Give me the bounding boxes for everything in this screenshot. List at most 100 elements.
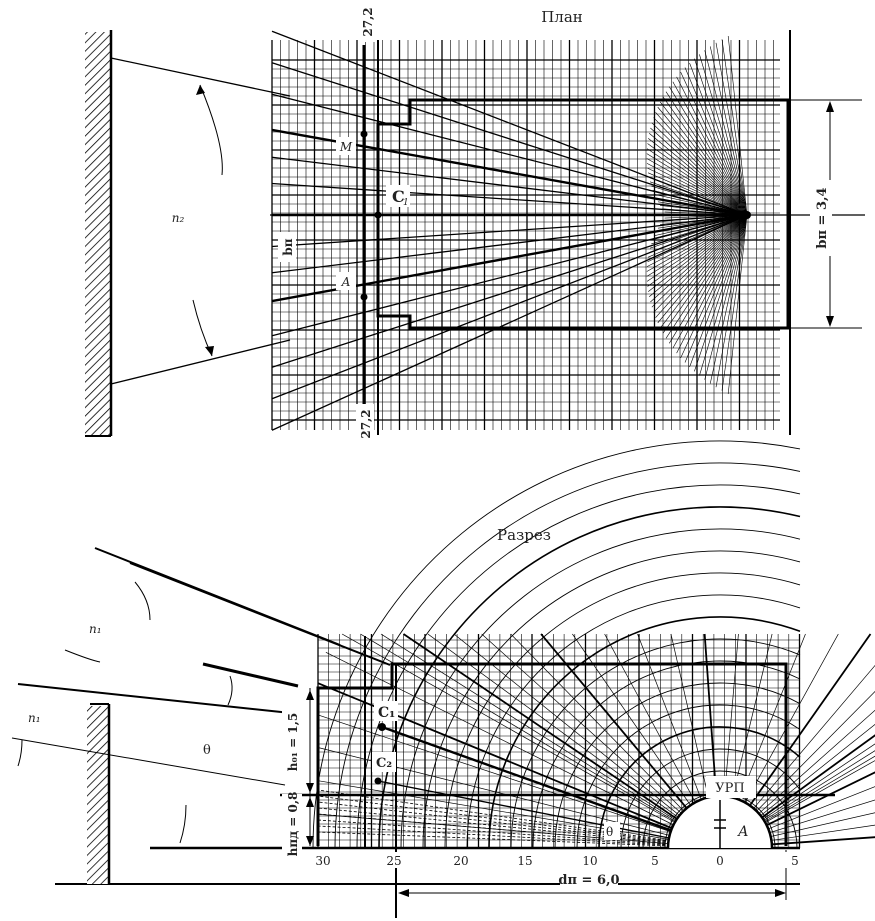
section-dashed-ray	[317, 831, 721, 849]
section-dn-arrow-right	[775, 889, 786, 897]
plan-width-dim-bg	[810, 180, 832, 256]
plan-arc-top	[199, 84, 223, 176]
section-urp: УРП	[715, 781, 744, 796]
section-tick-label: 25	[386, 854, 401, 868]
plan-ray	[271, 214, 748, 368]
section-dn-bg	[560, 868, 618, 888]
plan-ray-fine	[646, 158, 748, 216]
plan-ray-fine	[659, 214, 748, 225]
plan-ray-fine	[646, 214, 748, 277]
plan-arrow-top	[196, 85, 205, 95]
section-arc	[422, 550, 801, 849]
section-tick-label: 20	[453, 854, 468, 868]
plan-ray	[271, 182, 748, 216]
plan-light-line-top	[110, 57, 291, 97]
plan-ray	[271, 214, 748, 431]
section-ray	[325, 652, 721, 849]
plan-ray-fine	[648, 214, 748, 258]
section-ray	[402, 633, 721, 849]
plan-ray-fine	[657, 201, 748, 216]
plan-ray	[271, 156, 748, 216]
plan-dim-arrow-bottom	[826, 316, 834, 327]
plan-ray-fine	[655, 197, 748, 216]
plan-ray-fine	[662, 214, 748, 334]
plan-ray-fine	[721, 214, 748, 391]
plan-bottom-mark: 27,2	[359, 409, 373, 438]
section-ray	[719, 743, 875, 849]
section-dim-arrow-1	[306, 690, 314, 700]
plan-bn-bg	[278, 232, 296, 262]
plan-room-outline	[376, 98, 790, 330]
section-ray	[719, 824, 875, 849]
section-light-upper-2	[129, 562, 391, 666]
section-tick-bg	[785, 852, 805, 868]
section-arc	[488, 616, 801, 849]
plan-ray-fine	[704, 50, 748, 216]
plan-ray-fine	[646, 214, 748, 272]
plan-label-a: А	[340, 275, 350, 289]
plan-ray-fine	[684, 67, 748, 216]
plan-ray-fine	[648, 214, 748, 292]
section-dim-arrow-2	[306, 783, 314, 793]
plan-ray-fine	[648, 177, 748, 216]
section-dashed-ray	[317, 795, 721, 849]
plan-ray-fine	[715, 214, 748, 388]
plan-ray-fine	[646, 153, 748, 216]
section-arc	[400, 528, 801, 849]
section-wall-hatch	[87, 706, 109, 884]
plan-ray-fine	[660, 214, 748, 329]
section-arc	[576, 704, 801, 849]
section-arc-3	[227, 675, 233, 706]
section-ray	[719, 786, 875, 849]
section-title: Разрез	[497, 526, 551, 544]
plan-ray-fine	[665, 214, 748, 339]
plan-ray	[271, 214, 748, 337]
plan-ray-fine	[647, 214, 748, 263]
plan-ray-fine	[657, 214, 748, 229]
plan-width-dim: bп = 3,4	[815, 187, 830, 248]
plan-ray-fine	[715, 42, 748, 216]
plan-arrow-bottom	[205, 346, 214, 356]
plan-ray-fine	[652, 189, 748, 216]
section-tick-bg	[384, 852, 404, 868]
plan-ray-fine	[727, 214, 748, 395]
section-tick-bg	[645, 852, 665, 868]
section-dim-arrow-4	[306, 836, 314, 846]
section-c2: С₂	[376, 756, 392, 771]
section-ray-lower: n₁	[28, 711, 41, 725]
plan-ray-fine	[704, 214, 748, 380]
plan-ray-fine	[654, 193, 748, 216]
plan-ray-fine	[709, 46, 748, 216]
plan-ray-fine	[672, 81, 748, 216]
section-arc-4	[17, 739, 23, 767]
plan-label-a-bg	[336, 272, 356, 290]
section-h-upper-bg	[282, 704, 302, 784]
plan-ray-fine	[727, 35, 748, 216]
section-arc	[312, 440, 801, 849]
section-tick-label: 10	[582, 854, 597, 868]
plan-ray-fine	[672, 214, 748, 349]
plan-ray-fine	[651, 122, 748, 216]
plan-ray-fine	[657, 106, 748, 216]
section-ray	[317, 714, 721, 849]
section-arc-5	[179, 804, 187, 844]
plan-ray-fine	[646, 163, 748, 216]
plan-ray-fine	[647, 143, 748, 216]
plan-ray-fine	[646, 214, 748, 267]
plan-ray-fine	[648, 132, 748, 216]
section-point-c2	[374, 777, 382, 785]
section-point-c1	[378, 723, 386, 731]
section-room-outline	[316, 662, 788, 846]
section-dashed-ray	[317, 825, 721, 849]
plan-ray-fine	[669, 86, 748, 216]
section-light-lower	[11, 737, 286, 786]
plan-ray-fine	[662, 208, 748, 216]
section-ray	[317, 780, 721, 849]
section-ray-upper: n₁	[89, 622, 102, 636]
plan-ray-fine	[655, 112, 748, 216]
plan-ray-fine	[648, 214, 748, 253]
plan-point-m	[360, 130, 368, 138]
plan-light-line-bottom	[110, 339, 291, 385]
section-arc	[334, 462, 801, 849]
section-ray	[453, 633, 721, 849]
